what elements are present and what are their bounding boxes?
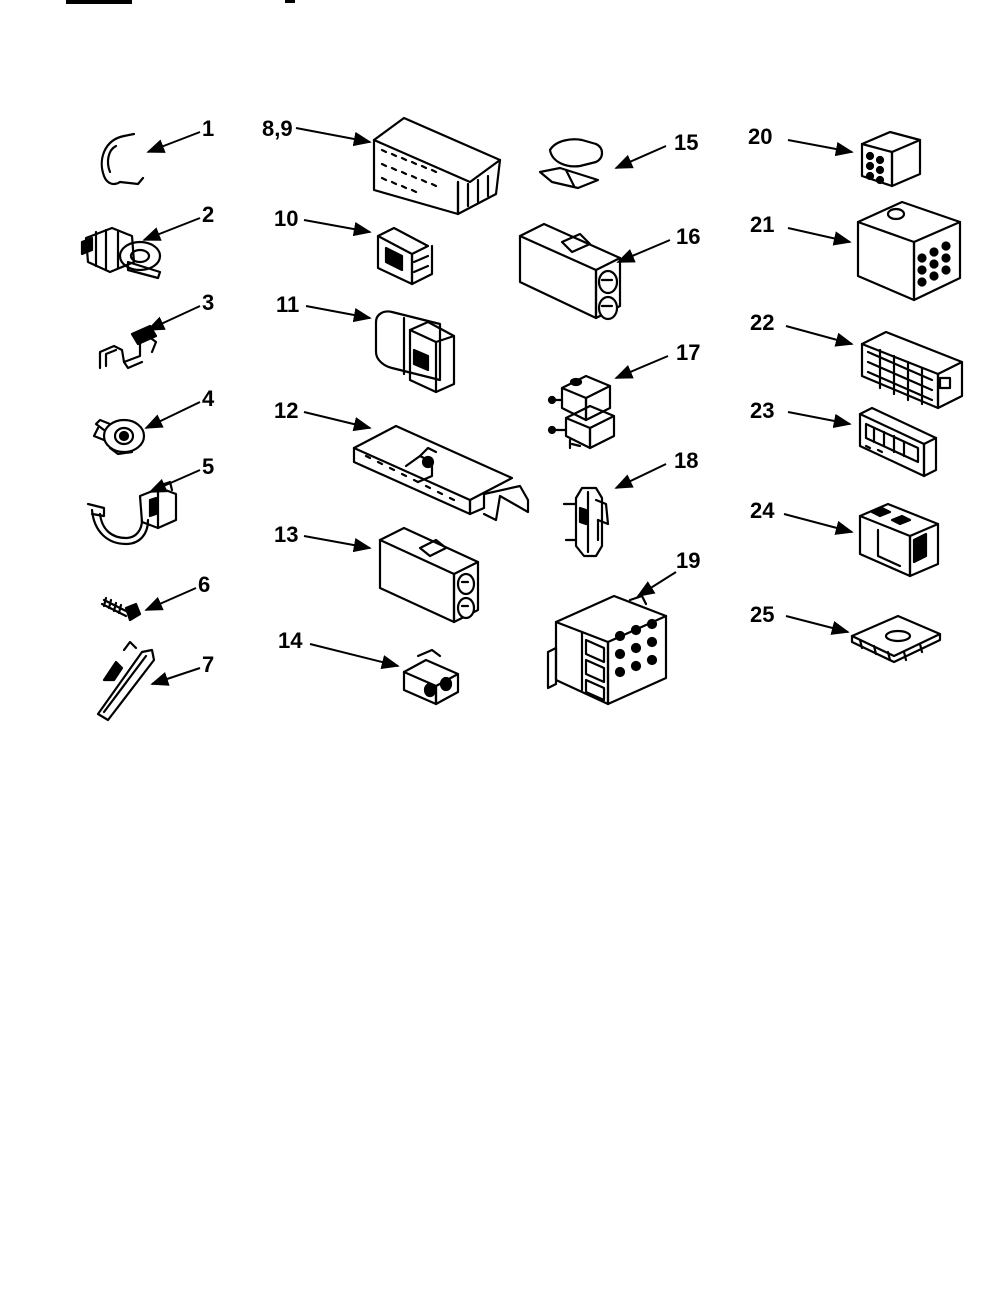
callout-13: 13 <box>274 522 298 547</box>
part-19-multi-connector <box>546 594 668 706</box>
header-mark <box>285 0 295 3</box>
part-18-clip <box>562 486 610 558</box>
callout-23: 23 <box>750 398 774 423</box>
part-20-cube <box>860 130 922 188</box>
callout-1: 1 <box>202 116 214 141</box>
part-1-clip <box>100 132 145 186</box>
callout-11: 11 <box>276 292 299 317</box>
part-7-strap <box>96 640 156 722</box>
part-10-connector <box>376 226 434 286</box>
callout-25: 25 <box>750 602 774 627</box>
part-16-housing <box>518 222 622 321</box>
callout-21: 21 <box>750 212 774 237</box>
part-8-9-housing <box>372 116 502 216</box>
part-23-flat-connector <box>858 406 938 478</box>
part-2-clamp <box>80 226 162 280</box>
part-3-bracket <box>98 324 158 370</box>
callout-2: 2 <box>202 202 214 227</box>
part-14-plug <box>402 648 460 706</box>
callout-7: 7 <box>202 652 214 677</box>
callout-6: 6 <box>198 572 210 597</box>
callout-8-9: 8,9 <box>262 116 293 141</box>
callout-22: 22 <box>750 310 774 335</box>
part-17-block <box>547 374 616 450</box>
callout-24: 24 <box>750 498 775 523</box>
callout-4: 4 <box>202 386 215 411</box>
callout-16: 16 <box>676 224 700 249</box>
part-24-housing <box>858 502 940 578</box>
part-25-plate <box>850 614 942 664</box>
part-22-housing <box>860 330 964 410</box>
callout-20: 20 <box>748 124 772 149</box>
callout-14: 14 <box>278 628 303 653</box>
callout-10: 10 <box>274 206 298 231</box>
callout-15: 15 <box>674 130 698 155</box>
part-6-screw <box>100 596 142 622</box>
part-13-housing <box>378 526 480 624</box>
part-12-terminal-strip <box>352 424 530 522</box>
callout-3: 3 <box>202 290 214 315</box>
callout-17: 17 <box>676 340 700 365</box>
part-4-grommet <box>92 418 146 456</box>
part-5-cable-clamp <box>86 480 178 546</box>
header-rule <box>66 0 132 4</box>
callout-5: 5 <box>202 454 214 479</box>
callout-19: 19 <box>676 548 700 573</box>
callout-12: 12 <box>274 398 298 423</box>
callout-18: 18 <box>674 448 698 473</box>
part-21-large-cube <box>856 200 962 302</box>
part-15-sleeve <box>538 138 604 190</box>
part-11-housing <box>374 310 456 394</box>
